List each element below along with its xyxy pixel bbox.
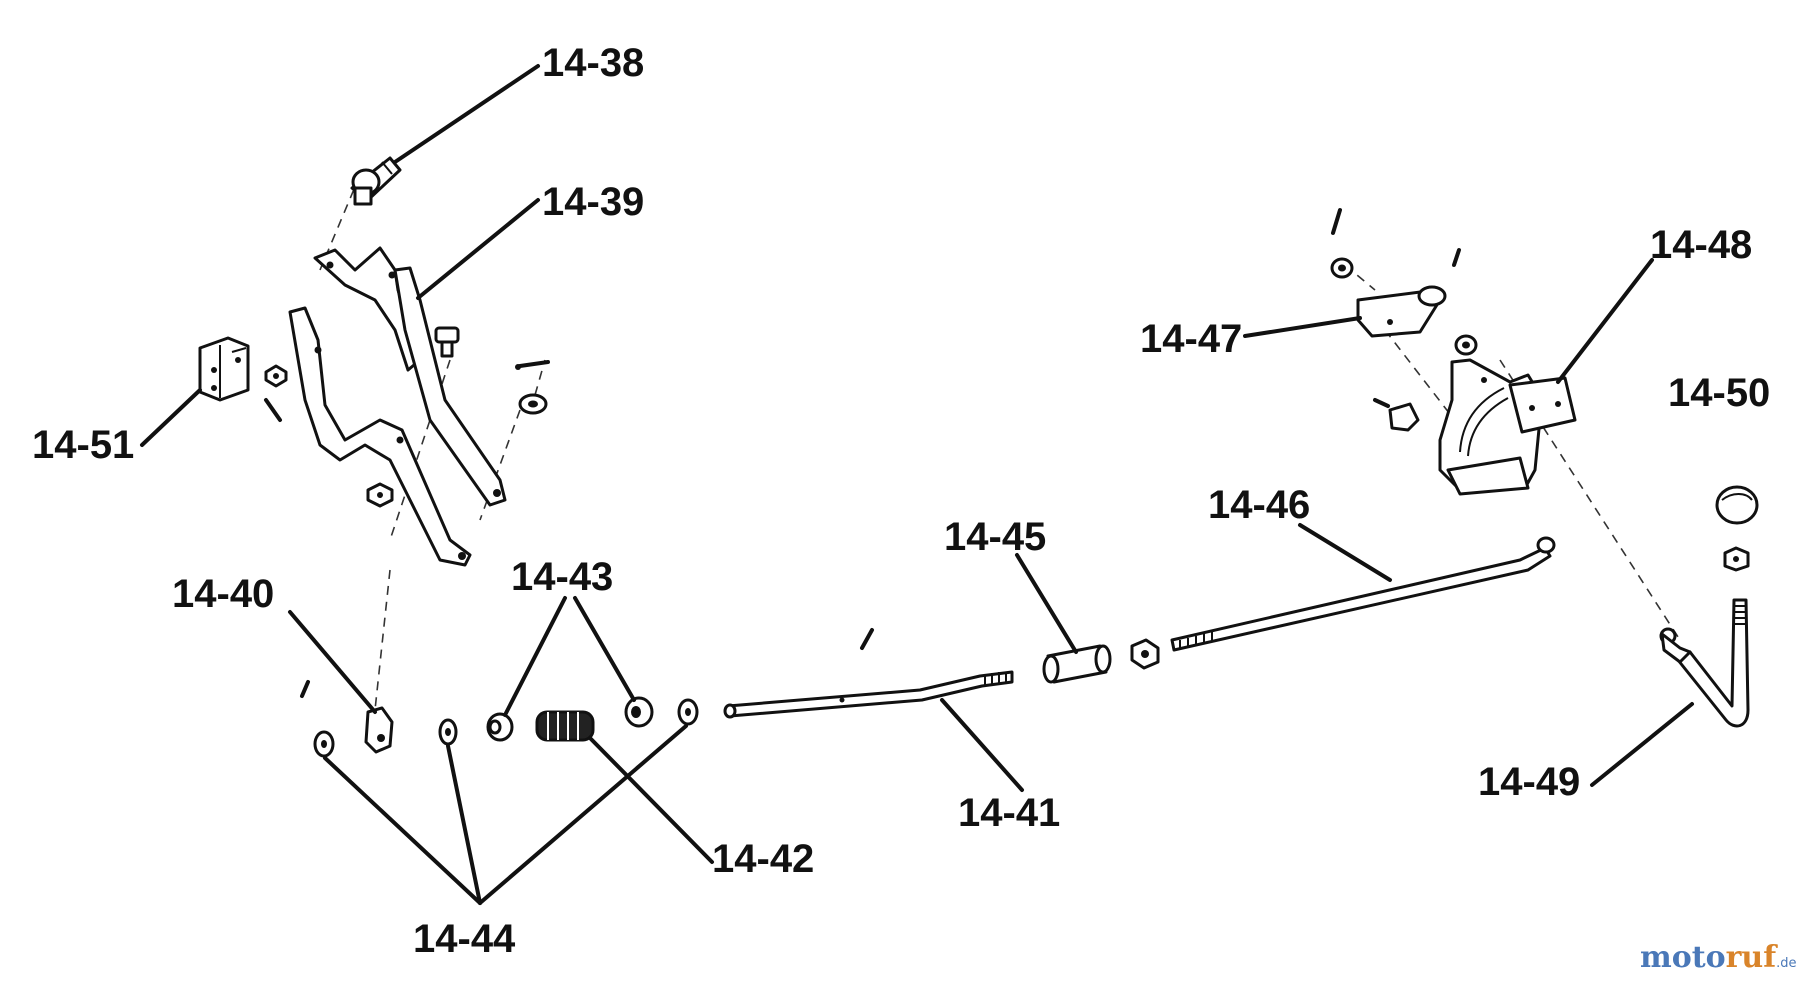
part-14-45-coupler — [1042, 644, 1112, 684]
label-14-42: 14-42 — [712, 837, 814, 881]
part-14-44-washer-c — [677, 698, 699, 726]
label-14-49: 14-49 — [1478, 760, 1580, 804]
part-14-41-rod — [723, 670, 1014, 719]
part-14-44-washer-a — [313, 730, 335, 758]
part-14-39-bracket-pair — [288, 246, 507, 567]
nut-14-50 — [1723, 546, 1750, 572]
part-14-50-knob — [1715, 485, 1759, 525]
leader-lines — [140, 64, 1694, 905]
part-14-44-washer-b — [438, 718, 458, 746]
nut-left — [264, 364, 288, 388]
nut-bracket — [366, 482, 394, 508]
label-14-47: 14-47 — [1140, 317, 1242, 361]
nut-14-45 — [1130, 638, 1160, 670]
part-14-40-fitting — [364, 706, 394, 754]
part-14-43-bushing-b — [624, 696, 654, 728]
bracket-bolt — [434, 326, 460, 358]
label-14-40: 14-40 — [172, 572, 274, 616]
part-14-48-quadrant-plate — [1438, 358, 1577, 496]
label-14-48: 14-48 — [1650, 223, 1752, 267]
watermark-suffix: .de — [1776, 956, 1796, 971]
pin-14-41 — [860, 628, 874, 650]
label-14-46: 14-46 — [1208, 483, 1310, 527]
watermark-logo: motoruf.de — [1640, 940, 1797, 975]
pin-14-40 — [300, 680, 310, 698]
part-14-38-elbow-fitting — [350, 156, 402, 206]
cotter-pin-right — [515, 360, 550, 370]
part-14-49-handle — [1659, 598, 1750, 728]
label-14-41: 14-41 — [958, 791, 1060, 835]
washer-bracket — [518, 393, 548, 415]
washer-14-47-b — [1454, 334, 1478, 356]
label-14-45: 14-45 — [944, 515, 1046, 559]
part-14-51-hinge-block — [198, 336, 250, 402]
label-14-50: 14-50 — [1668, 371, 1770, 415]
label-14-39: 14-39 — [542, 180, 644, 224]
pin-left — [264, 398, 282, 422]
part-14-42-spring — [535, 710, 595, 742]
label-14-51: 14-51 — [32, 423, 134, 467]
clip-14-48 — [1373, 398, 1420, 432]
part-14-46-long-rod — [1170, 536, 1556, 652]
watermark-part1: moto — [1640, 940, 1726, 975]
part-14-47-link — [1356, 285, 1447, 338]
label-14-44: 14-44 — [413, 917, 516, 961]
pin-14-47 — [1331, 208, 1461, 267]
svg-text:motoruf.de: motoruf.de — [1640, 940, 1797, 975]
part-14-43-bushing-a — [486, 712, 514, 742]
washer-14-47 — [1330, 257, 1354, 279]
part-labels: 14-38 14-39 14-51 14-40 14-43 14-42 14-4… — [32, 41, 1770, 961]
watermark-part2: ruf — [1726, 940, 1779, 975]
label-14-38: 14-38 — [542, 41, 644, 85]
label-14-43: 14-43 — [511, 555, 613, 599]
